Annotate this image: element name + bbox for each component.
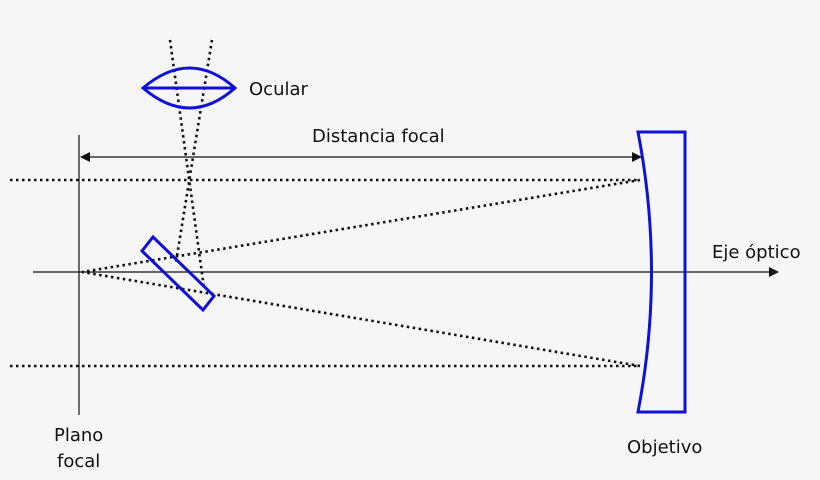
optical-axis-label: Eje óptico [712, 242, 801, 263]
diagonal-mirror [139, 234, 217, 313]
focal-plane-label-line1: Plano [54, 425, 103, 446]
objective-mirror [636, 130, 687, 414]
reflected-ray-bottom [81, 270, 641, 368]
eyepiece-ray-left [168, 39, 206, 289]
objective-label: Objetivo [627, 437, 702, 458]
eyepiece-ray-right [174, 39, 214, 263]
eyepiece-label: Ocular [249, 79, 309, 100]
focal-distance-label: Distancia focal [312, 126, 445, 147]
reflected-ray-top [81, 178, 641, 274]
focal-plane-label-line2: focal [57, 451, 100, 472]
